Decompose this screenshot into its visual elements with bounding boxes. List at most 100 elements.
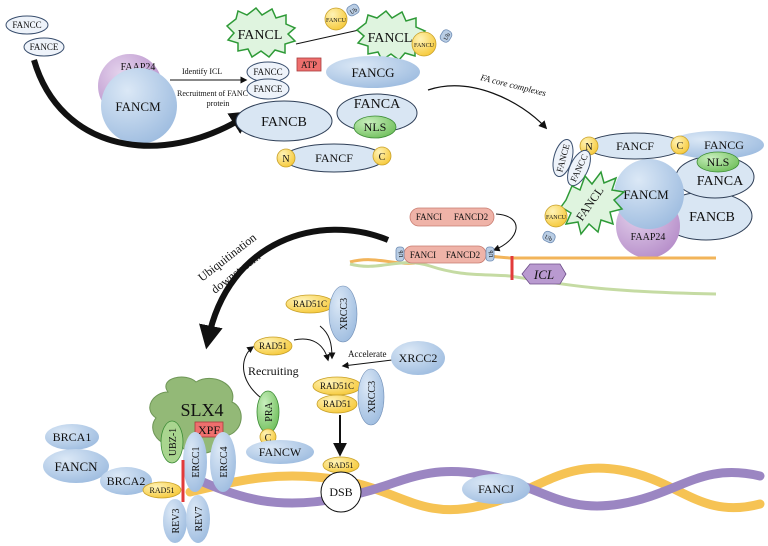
helix-strand-yellow: [185, 463, 765, 515]
fance-mid-node[interactable]: [246, 78, 290, 100]
ercc4-label: ERCC4: [219, 446, 230, 477]
xrcc2-label: XRCC2: [399, 351, 438, 365]
fancb-core-label: FANCB: [689, 210, 735, 225]
top-left-group: FANCC FANCE FAAP24 FANCM Identify ICL Re…: [5, 15, 255, 149]
icl-label: ICL: [533, 267, 554, 282]
c-core-label: C: [677, 141, 684, 152]
fancu-top2-node[interactable]: [411, 31, 437, 57]
rad51c-mid-label: RAD51C: [320, 381, 354, 391]
ub-d2-tag: Ub: [485, 246, 495, 262]
ub-top1-label: Ub: [349, 7, 358, 16]
ub-top2-tag: Ub: [439, 29, 453, 43]
fance-top-label: FANCE: [30, 42, 59, 52]
fancu-top1-node[interactable]: [324, 7, 348, 31]
brca1-node[interactable]: [45, 424, 99, 450]
xpf-label: XPF: [198, 423, 220, 437]
c-mid-node[interactable]: [372, 146, 392, 166]
nls-core-node[interactable]: [696, 151, 740, 173]
ercc1-node[interactable]: [183, 432, 207, 492]
ub-d1-label: Ub: [399, 250, 405, 257]
brca2-label: BRCA2: [107, 474, 146, 488]
fancg-mid-label: FANCG: [351, 65, 394, 80]
xpf-box[interactable]: [194, 421, 224, 438]
fancb-mid-node[interactable]: [235, 100, 333, 142]
fancg-mid-node[interactable]: [326, 56, 420, 88]
faap24-core-label: FAAP24: [631, 232, 666, 243]
ubz1-label: UBZ-1: [168, 428, 179, 456]
fancm-top-node[interactable]: [101, 68, 177, 144]
xrcc3-top-label: XRCC3: [339, 298, 350, 330]
fance-core-node[interactable]: FANCE: [549, 137, 576, 178]
rad51-rev-label: RAD51: [150, 486, 175, 495]
fancc-top-label: FANCC: [12, 20, 41, 30]
xrcc2-node[interactable]: [391, 341, 445, 375]
rad51-group: RAD51C XRCC3 RAD51 Accelerate XRCC2 RAD5…: [243, 285, 445, 464]
rad51-mid-node[interactable]: [316, 394, 358, 414]
slx4-label: SLX4: [180, 400, 223, 420]
rev7-label: REV7: [194, 507, 205, 532]
fancj-node[interactable]: [462, 474, 530, 504]
ub-d2-label: Ub: [489, 250, 495, 257]
fancl-left-label: FANCL: [238, 28, 283, 43]
rad51-merge-arrow-left: [293, 338, 331, 362]
fancd2-1-label: FANCD2: [454, 212, 488, 222]
fa-core-arrow: [427, 85, 548, 130]
rev3-node[interactable]: [163, 499, 187, 543]
xrcc3-mid-label: XRCC3: [367, 381, 378, 413]
fancc-mid-label: FANCC: [253, 67, 282, 77]
fancm-core-node[interactable]: [614, 159, 684, 229]
n-core-label: N: [585, 142, 592, 153]
fancd2-2-label: FANCD2: [446, 250, 480, 260]
fanci-2-label: FANCI: [410, 250, 436, 260]
rad51-dsb-label: RAD51: [329, 461, 354, 470]
identify-icl-label: Identify ICL: [182, 67, 222, 76]
fancw-node[interactable]: [246, 440, 314, 464]
rad51-left-label: RAD51: [259, 341, 287, 351]
fancf-mid-label: FANCF: [315, 151, 353, 165]
xrcc3-top-node[interactable]: [328, 285, 358, 343]
xrcc3-mid-node[interactable]: [357, 368, 385, 426]
downstream-big-arrow: [199, 226, 390, 350]
c-mid-label: C: [379, 152, 386, 163]
helix-strand-purple: [185, 467, 765, 511]
ubz1-node[interactable]: [160, 420, 184, 464]
accelerate-arrow: [341, 359, 393, 369]
fancl-left-burst[interactable]: [225, 6, 297, 59]
accelerate-label: Accelerate: [348, 349, 386, 359]
fanci-1-label: FANCI: [416, 212, 442, 222]
fancd2-loading-arrow: [492, 213, 517, 252]
rev7-node[interactable]: [186, 495, 210, 543]
nls-mid-node[interactable]: [353, 115, 397, 139]
faap24-top-label: FAAP24: [121, 62, 156, 73]
c-w-label: C: [265, 433, 272, 444]
fancg-core-node[interactable]: [668, 131, 764, 159]
rad51-rev-node[interactable]: [142, 481, 182, 499]
fancu-top2-label: FANCU: [414, 43, 435, 49]
recruitment-label: Recruitment of FANC: [177, 89, 248, 98]
top-middle-group: FANCL FANCU Ub ATP FANCL FANCU Ub FANCC …: [225, 3, 453, 173]
ub-top1-tag: Ub: [346, 3, 360, 17]
fanci-fancd2-top-complex[interactable]: [409, 207, 495, 227]
fancc-top-node[interactable]: [5, 15, 49, 35]
fancl-core-burst[interactable]: [559, 170, 626, 236]
ercc4-node[interactable]: [210, 432, 236, 492]
bottom-helix-group: RAD51 DSB FANCJ: [185, 456, 765, 515]
fancu-core-node[interactable]: [544, 204, 568, 228]
rad51-left-node[interactable]: [253, 336, 293, 356]
rad51-mid-label: RAD51: [323, 399, 351, 409]
fance-top-node[interactable]: [23, 37, 65, 57]
n-mid-node[interactable]: [276, 148, 296, 168]
icl-hexagon-icon[interactable]: [521, 263, 567, 285]
rad51c-top-label: RAD51C: [293, 299, 327, 309]
fancn-label: FANCN: [54, 459, 98, 474]
dsb-node[interactable]: [320, 471, 362, 513]
c-core-node[interactable]: [670, 135, 690, 155]
fanci-fancd2-group: FANCI FANCD2 FANCI FANCD2 Ub Ub ICL: [349, 207, 717, 296]
atp-box[interactable]: [296, 57, 322, 72]
fancn-node[interactable]: [43, 449, 109, 483]
brca2-node[interactable]: [100, 467, 152, 495]
fancw-label: FANCW: [259, 445, 302, 459]
fancb-mid-label: FANCB: [261, 115, 307, 130]
ercc1-label: ERCC1: [191, 446, 202, 477]
